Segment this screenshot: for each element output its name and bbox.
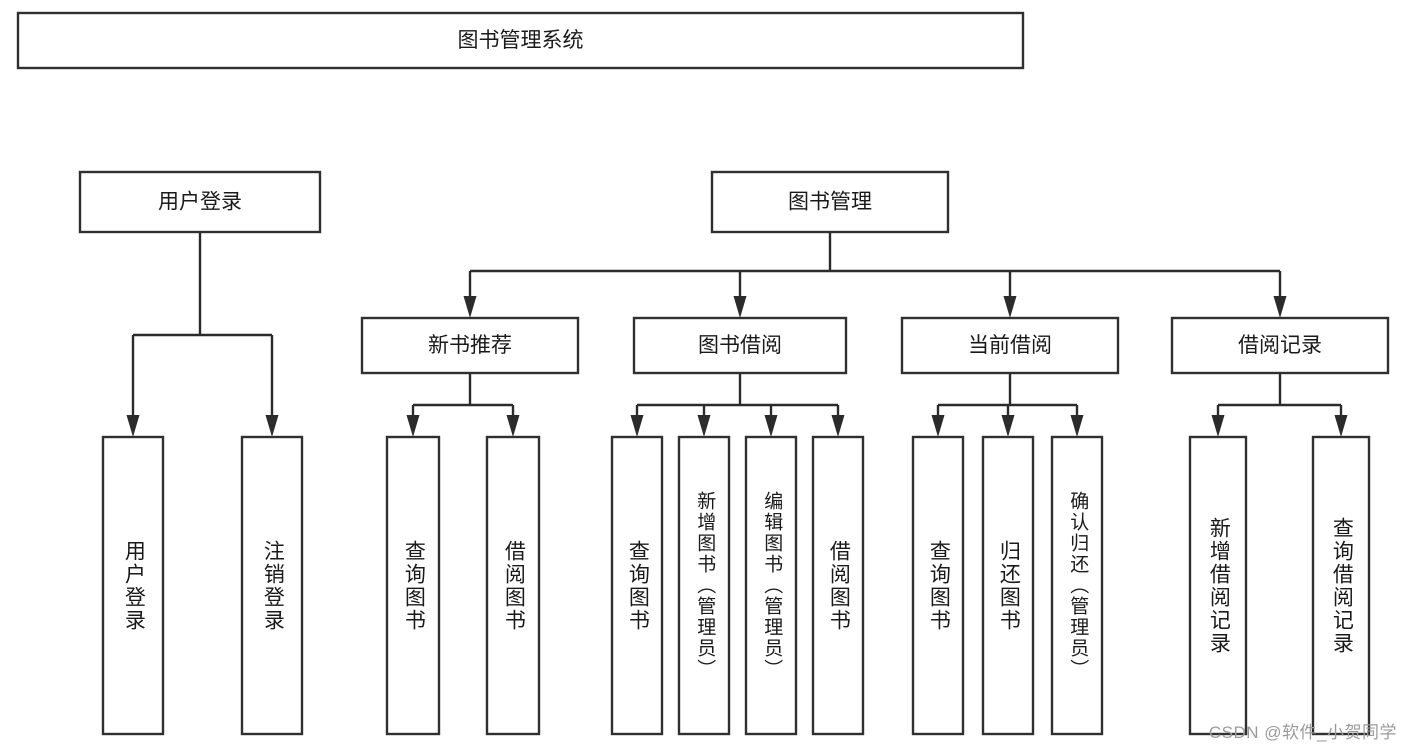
node-box-add-borrow-record[interactable] — [1188, 435, 1248, 736]
connector-layer — [126, 232, 1348, 437]
arrow-head-book-management-borrow-record — [1273, 296, 1287, 318]
arrow-head-user-login-do-user-logout — [265, 415, 279, 437]
node-label-user-login: 用户登录 — [158, 191, 242, 214]
node-box-borrow-record[interactable] — [1170, 316, 1390, 375]
arrow-head-new-book-recommend-query-book-rec — [406, 415, 420, 437]
arrow-head-borrow-record-add-borrow-record — [1211, 415, 1225, 437]
node-box-query-borrow-record[interactable] — [1311, 435, 1371, 736]
node-box-edit-book-admin[interactable] — [744, 435, 798, 736]
arrow-head-book-management-new-book-recommend — [463, 296, 477, 318]
node-box-root[interactable] — [16, 11, 1025, 70]
node-box-return-book[interactable] — [981, 435, 1035, 736]
node-box-current-borrow[interactable] — [900, 316, 1120, 375]
node-box-add-book-admin[interactable] — [677, 435, 731, 736]
node-box-query-book-borrow[interactable] — [610, 435, 664, 736]
arrow-head-book-borrow-query-book-borrow — [630, 415, 644, 437]
node-box-query-book-current[interactable] — [911, 435, 965, 736]
arrow-head-current-borrow-query-book-current — [931, 415, 945, 437]
node-label-root: 图书管理系统 — [458, 29, 584, 52]
node-box-book-management[interactable] — [710, 170, 950, 234]
node-box-book-borrow[interactable] — [632, 316, 848, 375]
node-box-do-user-logout[interactable] — [240, 435, 304, 736]
arrow-head-new-book-recommend-borrow-book-rec — [506, 415, 520, 437]
watermark: CSDN @软件_小贺同学 — [1208, 723, 1397, 742]
node-box-query-book-rec[interactable] — [385, 435, 441, 736]
arrow-head-current-borrow-confirm-return-admin — [1070, 415, 1084, 437]
arrow-head-book-management-book-borrow — [733, 296, 747, 318]
node-label-borrow-record: 借阅记录 — [1238, 334, 1322, 357]
node-box-borrow-book-rec[interactable] — [485, 435, 541, 736]
node-label-new-book-recommend: 新书推荐 — [428, 334, 512, 357]
arrow-head-book-borrow-borrow-book-borrow — [831, 415, 845, 437]
node-box-borrow-book-borrow[interactable] — [811, 435, 865, 736]
arrow-head-book-borrow-edit-book-admin — [764, 415, 778, 437]
node-box-do-user-login[interactable] — [101, 435, 165, 736]
arrow-head-current-borrow-return-book — [1001, 415, 1015, 437]
node-label-current-borrow: 当前借阅 — [968, 334, 1052, 357]
node-box-layer — [16, 11, 1390, 736]
arrow-head-book-management-current-borrow — [1003, 296, 1017, 318]
arrow-head-borrow-record-query-borrow-record — [1334, 415, 1348, 437]
node-box-user-login[interactable] — [78, 170, 322, 234]
node-box-new-book-recommend[interactable] — [360, 316, 580, 375]
node-box-confirm-return-admin[interactable] — [1050, 435, 1104, 736]
arrow-head-user-login-do-user-login — [126, 415, 140, 437]
arrow-head-book-borrow-add-book-admin — [697, 415, 711, 437]
node-label-book-management: 图书管理 — [788, 191, 872, 214]
node-label-book-borrow: 图书借阅 — [698, 334, 782, 357]
